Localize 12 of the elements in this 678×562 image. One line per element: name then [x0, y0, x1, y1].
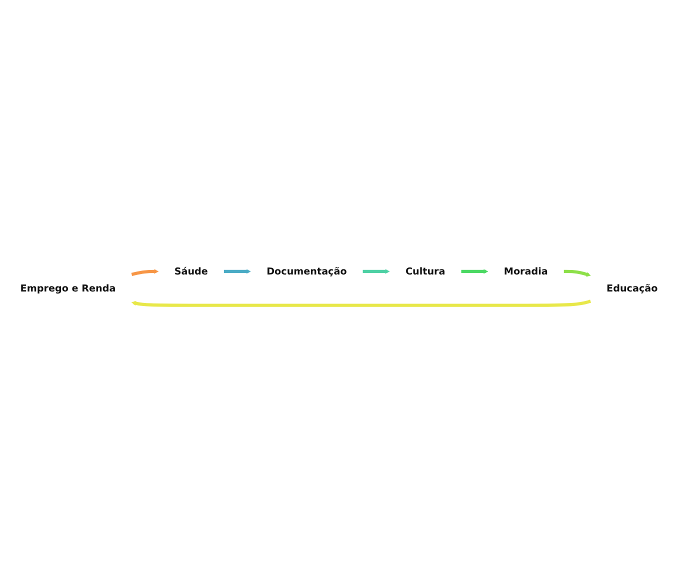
node-text: Sáude — [174, 266, 208, 278]
arrow — [224, 269, 251, 274]
node-text: Emprego e Renda — [20, 282, 116, 294]
arrow — [564, 270, 591, 277]
arrow — [131, 300, 591, 308]
node-text: Moradia — [504, 266, 548, 278]
arrow — [362, 269, 390, 274]
arrow — [131, 269, 159, 276]
node-text: Cultura — [405, 266, 446, 278]
node-text: Educação — [606, 282, 658, 294]
node-text: Documentação — [266, 266, 347, 278]
arrow — [461, 269, 488, 274]
